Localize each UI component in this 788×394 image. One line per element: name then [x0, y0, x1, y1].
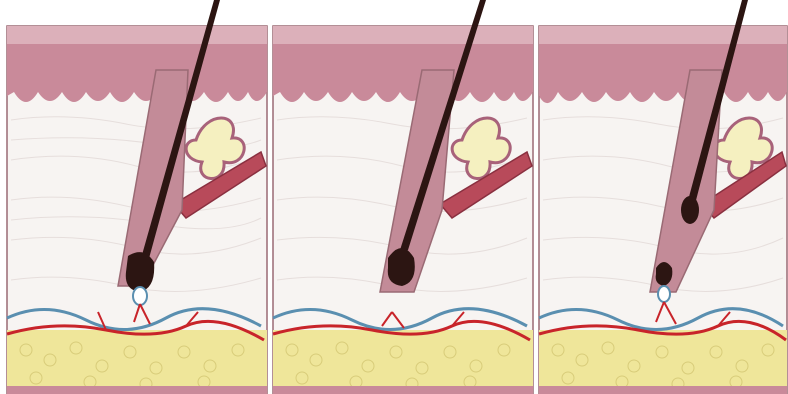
subcutaneous-fat-layer [273, 330, 533, 394]
lower-tissue-edge [539, 386, 787, 394]
panel-telogen-svg [538, 0, 788, 394]
club-hair-end [681, 196, 699, 224]
panel-telogen [538, 0, 788, 394]
panel-catagen [272, 0, 534, 394]
dermal-papilla [658, 286, 670, 302]
panel-catagen-svg [272, 0, 534, 394]
lower-tissue-edge [273, 386, 533, 394]
panel-anagen-svg [6, 0, 268, 394]
subcutaneous-fat-layer [7, 330, 267, 394]
stratum-corneum [7, 26, 267, 44]
club-hair-bulb [388, 248, 415, 286]
lower-tissue-edge [7, 386, 267, 394]
stratum-corneum [273, 26, 533, 44]
dermal-papilla [133, 287, 147, 305]
stratum-corneum [539, 26, 787, 44]
panel-anagen [6, 0, 268, 394]
